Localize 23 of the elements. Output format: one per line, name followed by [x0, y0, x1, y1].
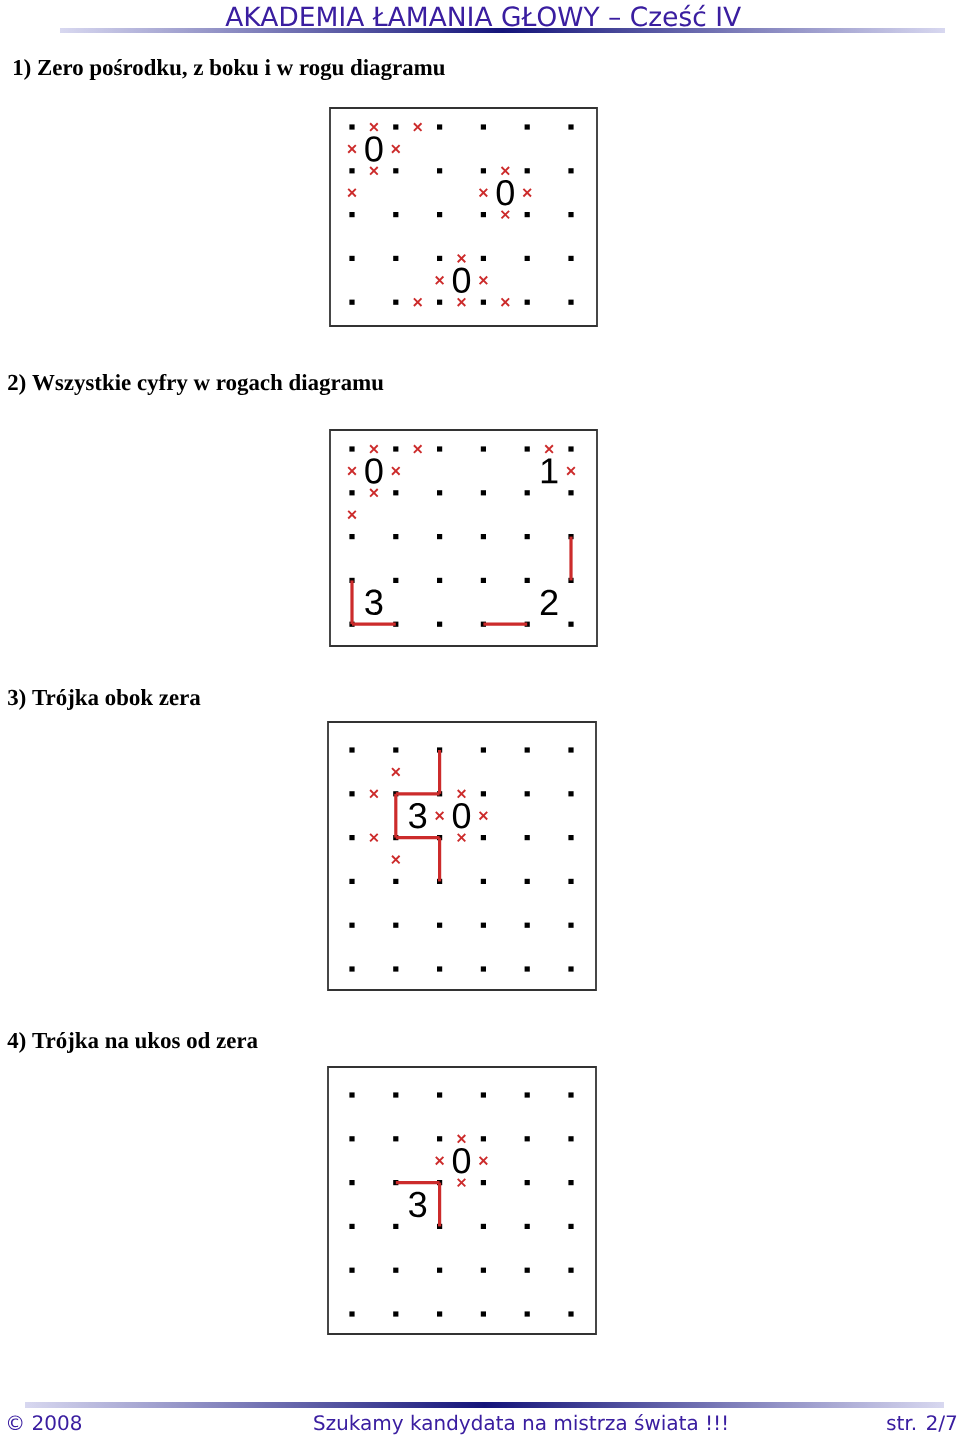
clue-digit: 0 — [365, 458, 383, 484]
puzzle-grid — [327, 1066, 597, 1335]
clue-digit: 0 — [496, 180, 514, 206]
clue-digit: 3 — [365, 589, 383, 616]
puzzle-grid — [329, 429, 598, 647]
clue-digit: 0 — [452, 1148, 471, 1174]
clue-digit: 2 — [540, 589, 558, 615]
puzzle-heading: 2) Wszystkie cyfry w rogach diagramu — [8, 373, 384, 396]
puzzle-heading: 4) Trójka na ukos od zera — [7, 1032, 258, 1053]
clue-digit: 3 — [409, 803, 427, 829]
clue-digit: 0 — [365, 136, 383, 162]
page-title: AKADEMIA ŁAMANIA GŁOWY – Cześć IV — [225, 4, 741, 27]
puzzle-grid — [327, 721, 597, 991]
clue-digit: 0 — [452, 267, 471, 294]
clue-digit: 3 — [409, 1191, 427, 1218]
puzzle-heading: 1) Zero pośrodku, z boku i w rogu diagramu — [14, 59, 445, 81]
puzzle-grid — [329, 107, 598, 327]
clue-digit: 0 — [452, 803, 471, 829]
page-number: str. 2/7 — [887, 1415, 957, 1432]
clue-digit: 1 — [541, 458, 558, 484]
puzzle-heading: 3) Trójka obok zera — [8, 689, 201, 710]
footer-slogan: Szukamy kandydata na mistrza świata !!! — [314, 1413, 727, 1435]
copyright-note: © 2008 — [7, 1415, 82, 1431]
